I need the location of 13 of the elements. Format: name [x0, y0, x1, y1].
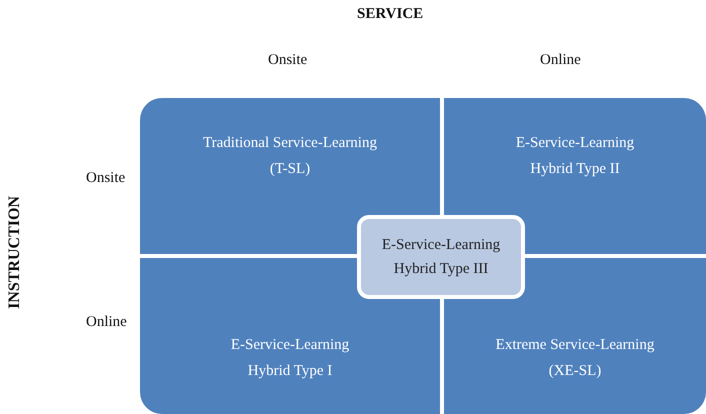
axis-title: INSTRUCTION: [6, 196, 24, 309]
quadrant-label: Traditional Service-Learning (T-SL): [202, 134, 378, 179]
quadrant-label: Extreme Service-Learning (XE-SL): [494, 336, 656, 381]
row-header: Onsite: [86, 170, 126, 187]
quadrant-box: [140, 258, 440, 414]
quadrant-label: E-Service-Learning Hybrid Type I: [230, 336, 350, 381]
center-box: [357, 215, 525, 299]
column-header: Onsite: [268, 52, 308, 69]
center-label: E-Service-Learning Hybrid Type III: [381, 236, 501, 279]
column-header: Online: [540, 52, 581, 69]
quadrant-label: E-Service-Learning Hybrid Type II: [514, 134, 636, 179]
axis-title: SERVICE: [357, 6, 424, 23]
row-header: Online: [86, 314, 127, 331]
